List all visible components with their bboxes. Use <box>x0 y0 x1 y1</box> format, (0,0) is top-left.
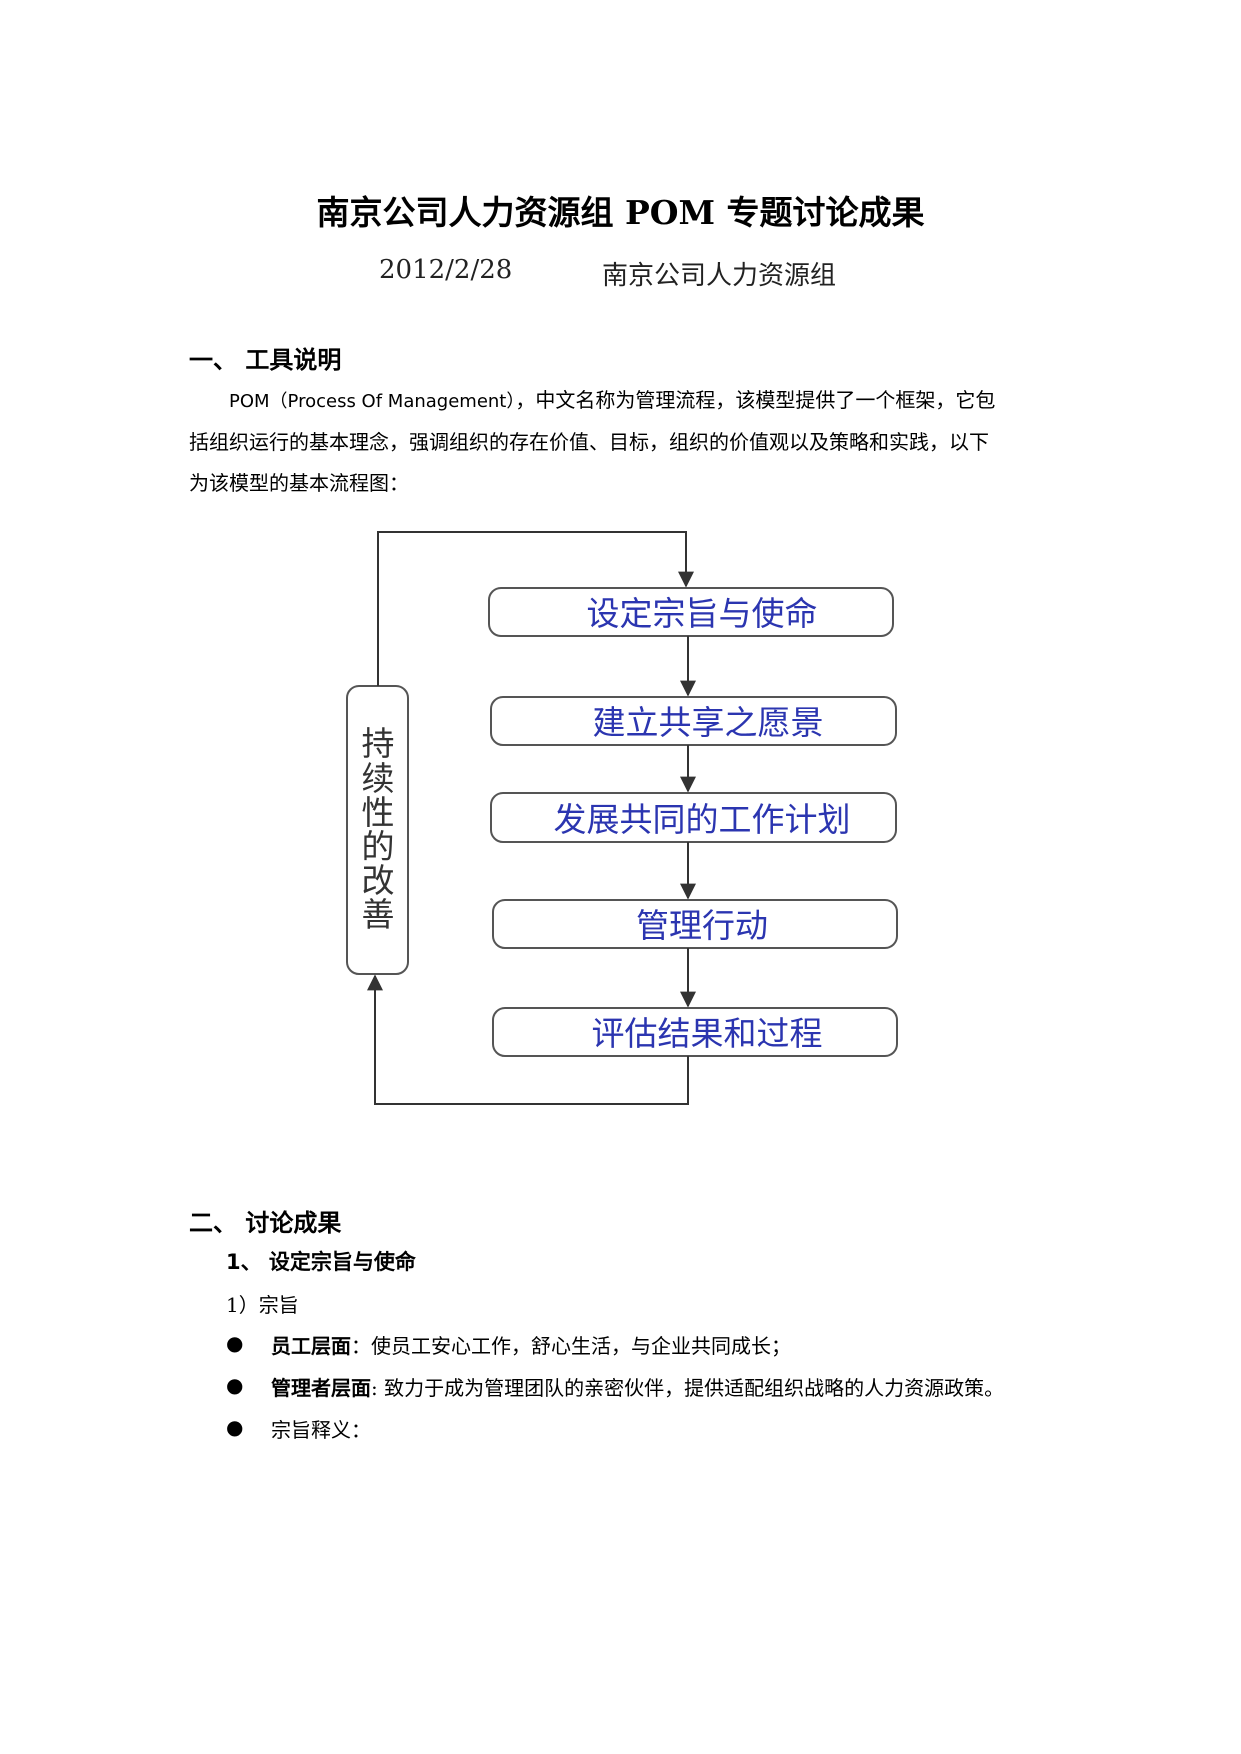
document-org: 南京公司人力资源组 <box>602 261 837 291</box>
bullet-item-manager: 管理者层面: 致力于成为管理团队的亲密伙伴，提供适配组织战略的人力资源政策。 <box>271 1372 1004 1401</box>
side-char-4: 的 <box>362 827 395 866</box>
document-date: 2012/2/28 <box>379 255 513 285</box>
bullet-dot-1: ● <box>226 1331 244 1355</box>
side-char-1: 持 <box>362 724 395 763</box>
bullet-label-manager: 管理者层面 <box>271 1376 371 1400</box>
flow-node-4-label: 管理行动 <box>636 906 768 945</box>
side-char-6: 善 <box>362 895 395 934</box>
side-char-3: 性 <box>362 793 395 832</box>
paragraph-line-1: POM（Process Of Management），中文名称为管理流程，该模型… <box>189 380 1055 422</box>
bullet-text-explanation: 宗旨释义： <box>271 1418 371 1442</box>
bullet-dot-2: ● <box>226 1373 244 1397</box>
tool-description-paragraph: POM（Process Of Management），中文名称为管理流程，该模型… <box>189 380 1055 504</box>
feedback-loop-top <box>377 531 694 686</box>
flow-node-2: 建立共享之愿景 <box>490 696 897 746</box>
bullet-label-employee: 员工层面 <box>271 1334 351 1358</box>
pom-term: POM（Process Of Management） <box>229 391 516 412</box>
bullet-text-manager: : 致力于成为管理团队的亲密伙伴，提供适配组织战略的人力资源政策。 <box>371 1376 1005 1400</box>
side-char-2: 续 <box>362 759 395 798</box>
flow-node-3: 发展共同的工作计划 <box>490 792 897 843</box>
flow-node-2-label: 建立共享之愿景 <box>593 703 824 742</box>
document-title: 南京公司人力资源组 POM 专题讨论成果 <box>316 193 925 232</box>
side-char-5: 改 <box>362 861 395 900</box>
paragraph-line-1-text: ，中文名称为管理流程，该模型提供了一个框架，它包 <box>515 388 996 412</box>
paragraph-line-2: 括组织运行的基本理念，强调组织的存在价值、目标，组织的价值观以及策略和实践，以下 <box>189 430 989 454</box>
bullet-dot-3: ● <box>226 1415 244 1439</box>
flow-node-5-label: 评估结果和过程 <box>592 1014 823 1053</box>
bullet-item-explanation: 宗旨释义： <box>271 1414 371 1443</box>
subheading-mission: 1、 设定宗旨与使命 <box>226 1250 416 1274</box>
flow-node-1-label: 设定宗旨与使命 <box>587 594 818 633</box>
section-heading-discussion-results: 二、 讨论成果 <box>189 1209 342 1237</box>
flow-node-3-label: 发展共同的工作计划 <box>554 800 851 839</box>
flow-node-4: 管理行动 <box>492 899 898 949</box>
bullet-item-employee: 员工层面：使员工安心工作，舒心生活，与企业共同成长； <box>271 1330 791 1359</box>
continuous-improvement-box: 持 续 性 的 改 善 <box>346 685 409 975</box>
flow-node-1: 设定宗旨与使命 <box>488 587 894 637</box>
item-purpose: 1）宗旨 <box>226 1293 299 1317</box>
paragraph-line-3: 为该模型的基本流程图： <box>189 471 409 495</box>
flow-node-5: 评估结果和过程 <box>492 1007 898 1057</box>
bullet-text-employee: ：使员工安心工作，舒心生活，与企业共同成长； <box>351 1334 791 1358</box>
section-heading-tool-description: 一、 工具说明 <box>189 346 342 374</box>
feedback-loop-bottom <box>367 974 689 1105</box>
